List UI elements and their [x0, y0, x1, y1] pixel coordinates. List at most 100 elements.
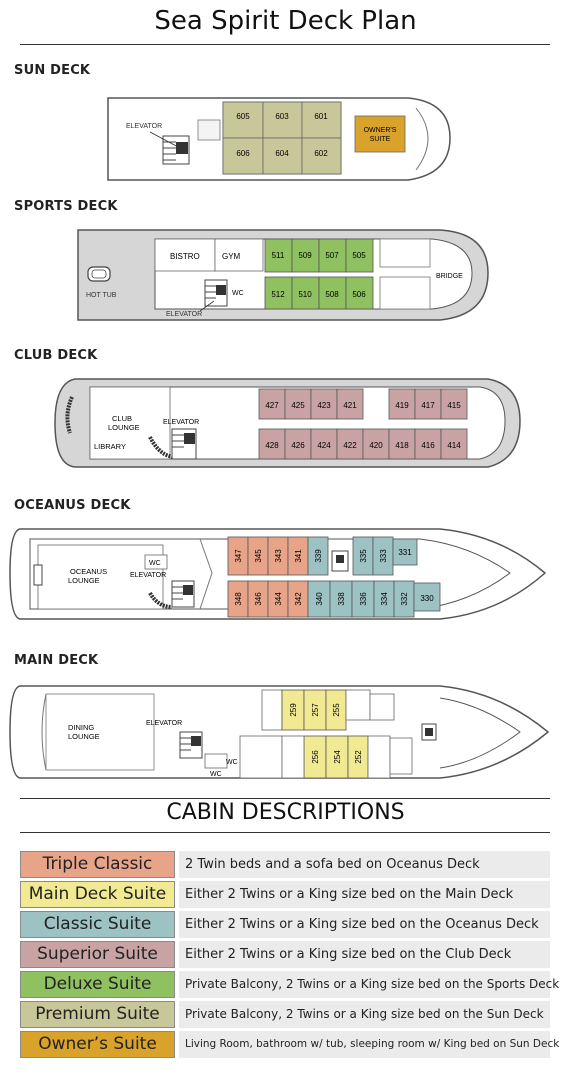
cabin-label: 348	[234, 592, 243, 606]
cabin-label: 601	[314, 112, 328, 121]
cabin-label: 252	[354, 750, 363, 764]
cabin-label: 257	[311, 703, 320, 717]
cabin-label: 341	[294, 549, 303, 563]
cabin-label: 415	[447, 401, 461, 410]
cabin-descriptions-title: CABIN DESCRIPTIONS	[166, 800, 405, 825]
cabin-509	[291, 238, 320, 273]
cabin-427	[258, 388, 286, 420]
cabin-label: 335	[359, 549, 368, 563]
oceanus-elevator-label: ELEVATOR	[130, 572, 166, 579]
legend-row-classic-suite: Classic Suite Either 2 Twins or a King s…	[20, 911, 550, 938]
legend-description: Either 2 Twins or a King size bed on the…	[179, 941, 550, 968]
sun-deck-label: SUN DECK	[14, 63, 91, 78]
cabin-label: 426	[291, 441, 305, 450]
legend-row-premium-suite: Premium Suite Private Balcony, 2 Twins o…	[20, 1001, 550, 1028]
dining-lounge-label: DINING	[68, 723, 94, 732]
sports-deck-label: SPORTS DECK	[14, 199, 118, 214]
main-wc-label-2: WC	[210, 771, 222, 778]
page-title: Sea Spirit Deck Plan	[154, 6, 417, 36]
cabin-label: 330	[420, 594, 434, 603]
cabin-605	[222, 101, 264, 139]
sun-cabins-bottom: 606 604 602	[222, 137, 342, 175]
cabin-421	[336, 388, 364, 420]
cabin-label: 340	[315, 592, 324, 606]
cabin-label: 416	[421, 441, 435, 450]
cabin-label: 254	[333, 750, 342, 764]
legend-description: Either 2 Twins or a King size bed on the…	[179, 881, 550, 908]
cabin-426	[284, 428, 312, 460]
bistro-label: BISTRO	[170, 252, 200, 261]
cabin-330	[413, 582, 441, 612]
oceanus-cabins-bottom: 348 346 344 342 340 338 336 334 332 330	[227, 580, 441, 618]
cabin-label: 509	[298, 251, 312, 260]
club-deck-label: CLUB DECK	[14, 348, 98, 363]
cabin-602	[301, 137, 342, 175]
legend-row-main-deck-suite: Main Deck Suite Either 2 Twins or a King…	[20, 881, 550, 908]
cabin-339	[307, 536, 329, 576]
sports-cabins-bottom: 512 510 508 506	[264, 276, 374, 310]
main-cabins-bottom: 256 254 252	[303, 735, 369, 779]
cabin-label: 425	[291, 401, 305, 410]
legend-swatch: Premium Suite	[20, 1001, 175, 1028]
cabin-425	[284, 388, 312, 420]
sports-cabins-top: 511 509 507 505	[264, 238, 374, 273]
main-deck-plan: DINING LOUNGE ELEVATOR WC WC 259 257 255…	[0, 680, 571, 785]
sports-deck-plan: HOT TUB BISTRO GYM WC ELEVATOR 511 509 5…	[0, 225, 571, 325]
cabin-label: 512	[271, 290, 285, 299]
hot-tub-label: HOT TUB	[86, 292, 117, 299]
main-cabins-top: 259 257 255	[281, 689, 347, 731]
oceanus-deck-plan: OCEANUS LOUNGE WC ELEVATOR 347 345 343 3…	[0, 525, 571, 625]
cabin-417	[414, 388, 442, 420]
legend-row-superior-suite: Superior Suite Either 2 Twins or a King …	[20, 941, 550, 968]
cabin-505	[345, 238, 374, 273]
cabin-label: 343	[274, 549, 283, 563]
cabin-label: 345	[254, 549, 263, 563]
cabin-414	[440, 428, 468, 460]
cabin-label: 255	[332, 703, 341, 717]
sports-elevator-label: ELEVATOR	[166, 311, 202, 318]
club-elevator-label: ELEVATOR	[163, 419, 199, 426]
club-lounge-label: CLUB	[112, 414, 132, 423]
club-cabins-bottom: 428 426 424 422 420 418 416 414	[258, 428, 468, 460]
oceanus-cabins-top: 347 345 343 341 339 335 333 331	[227, 536, 418, 576]
cabin-label: 428	[265, 441, 279, 450]
cabin-label: 505	[352, 251, 366, 260]
oceanus-lounge-label: LOUNGE	[68, 576, 100, 585]
cabin-label: 414	[447, 441, 461, 450]
sun-deck-plan: ELEVATOR 605 603 601 606 604 602 OWNER'S…	[0, 90, 571, 190]
oceanus-deck-label: OCEANUS DECK	[14, 498, 131, 513]
legend-swatch: Superior Suite	[20, 941, 175, 968]
oceanus-lounge-label: OCEANUS	[70, 567, 107, 576]
bridge-label: BRIDGE	[436, 273, 463, 280]
legend-description: Private Balcony, 2 Twins or a King size …	[179, 1001, 550, 1028]
cabin-415	[440, 388, 468, 420]
section-rule-bottom	[20, 832, 550, 833]
club-deck-plan: CLUB LOUNGE LIBRARY ELEVATOR 427 425 423…	[0, 375, 571, 475]
cabin-label: 604	[275, 149, 289, 158]
cabin-label: 424	[317, 441, 331, 450]
cabin-419	[388, 388, 416, 420]
cabin-420	[362, 428, 390, 460]
legend-row-owners-suite: Owner’s Suite Living Room, bathroom w/ t…	[20, 1031, 559, 1058]
cabin-604	[262, 137, 303, 175]
main-wc-label: WC	[226, 759, 238, 766]
owners-suite-label: SUITE	[370, 136, 391, 143]
cabin-label: 338	[337, 592, 346, 606]
legend-swatch: Classic Suite	[20, 911, 175, 938]
legend-row-deluxe-suite: Deluxe Suite Private Balcony, 2 Twins or…	[20, 971, 559, 998]
cabin-507	[318, 238, 347, 273]
cabin-423	[310, 388, 338, 420]
cabin-label: 346	[254, 592, 263, 606]
club-cabins-top: 427 425 423 421 419 417 415	[258, 388, 468, 420]
cabin-label: 259	[289, 703, 298, 717]
sun-cabins-top: 605 603 601	[222, 101, 342, 139]
cabin-label: 331	[398, 548, 412, 557]
legend-swatch: Deluxe Suite	[20, 971, 175, 998]
section-rule-top	[20, 798, 550, 799]
cabin-label: 256	[311, 750, 320, 764]
cabin-label: 511	[272, 251, 285, 260]
cabin-506	[345, 276, 374, 310]
title-rule	[20, 44, 550, 45]
cabin-label: 602	[314, 149, 328, 158]
cabin-label: 606	[236, 149, 250, 158]
